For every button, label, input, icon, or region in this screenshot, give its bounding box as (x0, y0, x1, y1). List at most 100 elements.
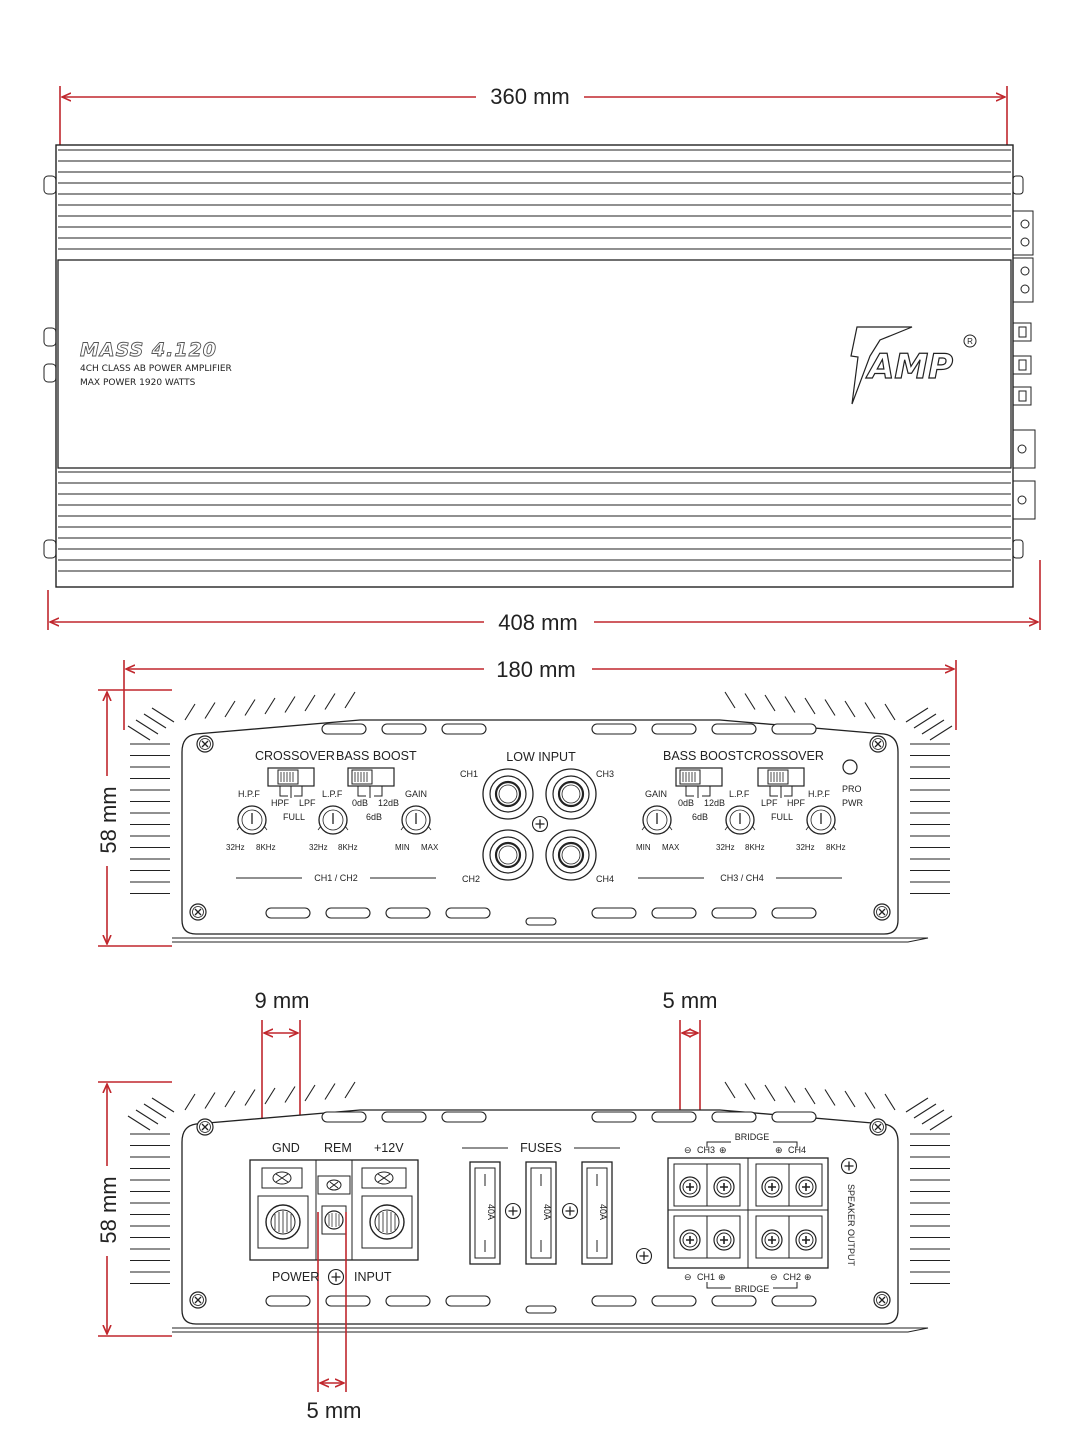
svg-text:12dB: 12dB (378, 798, 399, 808)
svg-text:GAIN: GAIN (405, 789, 427, 799)
rear-panel-view: 9 mm 5 mm 58 mm GND REM +12V (96, 988, 953, 1423)
label-bridge-top: BRIDGE (735, 1132, 770, 1142)
panel-screw (873, 1291, 891, 1309)
hpf-knob-left[interactable] (236, 805, 268, 835)
12v-terminal[interactable] (369, 1204, 405, 1240)
bass-boost-switch-left[interactable] (347, 767, 395, 798)
svg-text:40A: 40A (542, 1204, 552, 1220)
svg-text:CH3: CH3 (596, 769, 614, 779)
label-crossover-left: CROSSOVER (255, 749, 335, 763)
label-bass-boost-right: BASS BOOST (663, 749, 744, 763)
svg-text:32Hz: 32Hz (226, 843, 245, 852)
panel-screw (196, 1118, 214, 1136)
svg-text:GAIN: GAIN (645, 789, 667, 799)
svg-text:8KHz: 8KHz (826, 843, 846, 852)
bass-boost-switch-right[interactable] (675, 767, 723, 798)
label-bass-boost-left: BASS BOOST (336, 749, 417, 763)
top-view: 360 mm MASS 4.120 4CH CLASS AB POWER AMP… (43, 84, 1041, 635)
panel-screw (635, 1247, 653, 1265)
end-cap-screw (1012, 175, 1024, 195)
ch3-positive-terminal[interactable] (713, 1176, 735, 1198)
rca-input-ch1[interactable] (481, 767, 535, 821)
rca-input-ch2[interactable] (481, 828, 535, 882)
crossover-switch-right[interactable] (757, 767, 805, 798)
end-cap-screw (43, 539, 57, 559)
gain-knob-left[interactable] (400, 805, 432, 835)
heatsink-fins-top (58, 149, 1011, 250)
label-fuses: FUSES (520, 1141, 562, 1155)
svg-text:0dB: 0dB (352, 798, 368, 808)
lpf-knob-left[interactable] (317, 805, 349, 835)
label-input: INPUT (354, 1270, 392, 1284)
ch1-positive-terminal[interactable] (713, 1229, 735, 1251)
svg-text:CH4: CH4 (596, 874, 614, 884)
ch4-negative-terminal[interactable] (761, 1176, 783, 1198)
panel-screw (504, 1202, 522, 1220)
base-plate (172, 1327, 929, 1333)
dim-label-5-remote: 5 mm (307, 1398, 362, 1423)
center-screw (531, 815, 549, 833)
svg-text:8KHz: 8KHz (256, 843, 276, 852)
ch2-negative-terminal[interactable] (761, 1229, 783, 1251)
svg-text:32Hz: 32Hz (796, 843, 815, 852)
ch1-negative-terminal[interactable] (679, 1229, 701, 1251)
ch4-positive-terminal[interactable] (795, 1176, 817, 1198)
label-rem: REM (324, 1141, 352, 1155)
speaker-terminal-block (667, 1157, 829, 1269)
dim-label-360: 360 mm (490, 84, 569, 109)
svg-text:6dB: 6dB (692, 812, 708, 822)
heatsink-fins-bottom (58, 471, 1011, 572)
svg-text:HPF: HPF (271, 798, 290, 808)
rca-input-ch3[interactable] (544, 767, 598, 821)
lpf-knob-right[interactable] (724, 805, 756, 835)
svg-text:H.P.F: H.P.F (238, 789, 260, 799)
svg-text:12dB: 12dB (704, 798, 725, 808)
end-cap-screw (43, 327, 57, 347)
dim-label-58-rear: 58 mm (96, 1176, 121, 1243)
svg-text:⊖: ⊖ (770, 1272, 778, 1282)
base-plate (172, 937, 929, 943)
label-ch2: CH2 (783, 1272, 801, 1282)
dim-label-180: 180 mm (496, 657, 575, 682)
heatsink-profile (127, 691, 953, 895)
ch3-negative-terminal[interactable] (679, 1176, 701, 1198)
label-ch1: CH1 (697, 1272, 715, 1282)
crossover-switch-left[interactable] (267, 767, 315, 798)
amp-logo: AMP R (850, 326, 977, 405)
end-cap-screw (1012, 539, 1024, 559)
svg-text:MIN: MIN (636, 843, 651, 852)
model-description: 4CH CLASS AB POWER AMPLIFIER (80, 364, 232, 374)
label-ch3-ch4: CH3 / CH4 (720, 873, 764, 883)
fuse-2[interactable]: 40A (525, 1161, 557, 1265)
svg-text:AMP: AMP (865, 347, 953, 387)
end-cap-screw (43, 175, 57, 195)
svg-text:R: R (967, 337, 973, 346)
side-terminals (1012, 210, 1036, 520)
label-crossover-right: CROSSOVER (744, 749, 824, 763)
panel-screw (869, 1118, 887, 1136)
svg-text:FULL: FULL (283, 812, 305, 822)
label-ch3: CH3 (697, 1145, 715, 1155)
end-cap-screw (43, 363, 57, 383)
svg-text:H.P.F: H.P.F (808, 789, 830, 799)
svg-text:MAX: MAX (421, 843, 439, 852)
label-pwr: PWR (842, 798, 863, 808)
svg-text:LPF: LPF (299, 798, 316, 808)
svg-text:⊕: ⊕ (719, 1145, 727, 1155)
fuse-3[interactable]: 40A (581, 1161, 613, 1265)
hpf-knob-right[interactable] (805, 805, 837, 835)
label-12v: +12V (374, 1141, 404, 1155)
label-bridge-bottom: BRIDGE (735, 1284, 770, 1294)
front-panel-view: 180 mm 58 mm CROSSOVER BASS BOOST HPF LP… (96, 657, 957, 947)
label-speaker-output: SPEAKER OUTPUT (846, 1184, 856, 1267)
rca-input-ch4[interactable] (544, 828, 598, 882)
fuse-1[interactable]: 40A (469, 1161, 501, 1265)
ch2-positive-terminal[interactable] (795, 1229, 817, 1251)
gnd-terminal[interactable] (265, 1204, 301, 1240)
gain-knob-right[interactable] (641, 805, 673, 835)
status-led (842, 759, 858, 775)
rem-terminal[interactable] (321, 1205, 347, 1235)
svg-text:MIN: MIN (395, 843, 410, 852)
svg-text:32Hz: 32Hz (716, 843, 735, 852)
